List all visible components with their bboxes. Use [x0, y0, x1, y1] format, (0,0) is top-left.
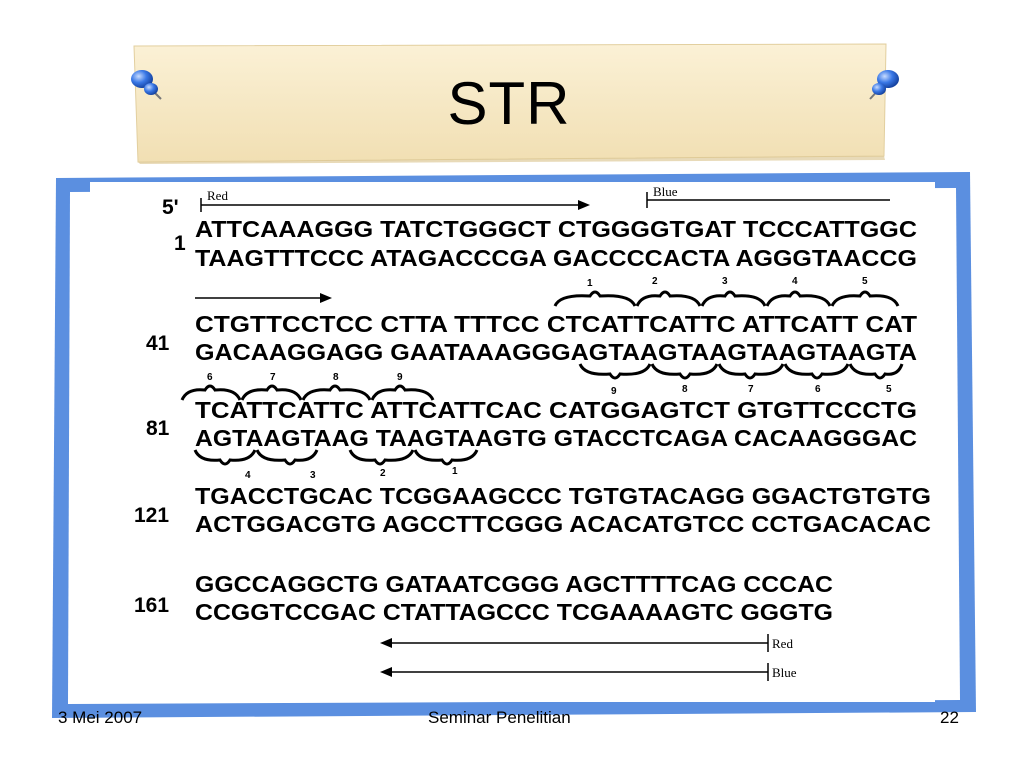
repeat-num: 6 — [815, 384, 821, 395]
repeat-braces-row81-bottom — [193, 449, 479, 466]
repeat-num: 6 — [207, 372, 213, 383]
blue-label-bottom: Blue — [772, 665, 797, 680]
row-81-top-strand: TCATTCATTC ATTCATTCAC CATGGAGTCT GTGTTCC… — [195, 397, 917, 423]
row-41-top-strand: CTGTTCCTCC CTTA TTTCC CTCATTCATTC ATTCAT… — [195, 311, 917, 337]
row-1-top-strand: ATTCAAAGGG TATCTGGGCT CTGGGGTGAT TCCCATT… — [195, 216, 917, 242]
five-prime-label: 5' — [162, 196, 179, 219]
repeat-num: 9 — [397, 372, 403, 383]
repeat-braces-row41-top — [553, 290, 900, 307]
pushpin-left-icon — [131, 70, 162, 100]
repeat-num: 1 — [452, 466, 458, 477]
row-number-121: 121 — [134, 504, 169, 527]
sequence-diagram: 5' Red Blue 1 ATTCAAAGGG TATCTGGGCT CTGG… — [134, 184, 931, 681]
red-label-bottom: Red — [772, 636, 793, 651]
footer-date: 3 Mei 2007 — [58, 708, 143, 727]
row-1-bottom-strand: TAAGTTTCCC ATAGACCCGA GACCCCACTA AGGGTAA… — [195, 245, 917, 271]
repeat-num: 3 — [310, 470, 316, 481]
repeat-num: 7 — [270, 372, 276, 383]
repeat-num: 4 — [792, 276, 798, 287]
paper-note-shape — [133, 43, 887, 164]
repeat-num: 1 — [587, 278, 593, 289]
repeat-num: 8 — [682, 384, 688, 395]
repeat-num: 5 — [886, 384, 892, 395]
row-161-bottom-strand: CCGGTCCGAC CTATTAGCCC TCGAAAAGTC GGGTG — [195, 599, 833, 625]
str-sequence-figure: 5' Red Blue 1 ATTCAAAGGG TATCTGGGCT CTGG… — [90, 182, 935, 702]
row-number-81: 81 — [146, 417, 170, 440]
repeat-braces-row81-top — [180, 384, 435, 401]
row-161-top-strand: GGCCAGGCTG GATAATCGGG AGCTTTTCAG CCCAC — [195, 571, 833, 597]
title-banner: STR — [128, 42, 890, 164]
repeat-num: 7 — [748, 384, 754, 395]
repeat-num: 9 — [611, 386, 617, 397]
row-number-41: 41 — [146, 332, 170, 355]
repeat-braces-row41-bottom — [578, 363, 904, 380]
footer-center: Seminar Penelitian — [428, 708, 571, 727]
slide-title: STR — [447, 69, 571, 137]
repeat-num: 2 — [380, 468, 386, 479]
red-label-top: Red — [207, 188, 228, 203]
row-121-bottom-strand: ACTGGACGTG AGCCTTCGGG ACACATGTCC CCTGACA… — [195, 511, 931, 537]
blue-label-top: Blue — [653, 184, 678, 199]
repeat-num: 8 — [333, 372, 339, 383]
repeat-num: 3 — [722, 276, 728, 287]
pushpin-right-icon — [869, 70, 899, 100]
repeat-num: 4 — [245, 470, 251, 481]
row-121-top-strand: TGACCTGCAC TCGGAAGCCC TGTGTACAGG GGACTGT… — [195, 483, 931, 509]
repeat-num: 2 — [652, 276, 658, 287]
row-81-bottom-strand: AGTAAGTAAG TAAGTAAGTG GTACCTCAGA CACAAGG… — [195, 425, 917, 451]
row-number-1: 1 — [174, 232, 186, 255]
repeat-num: 5 — [862, 276, 868, 287]
footer-page-number: 22 — [940, 708, 959, 727]
row-41-bottom-strand: GACAAGGAGG GAATAAAGGGAGTAAGTAAGTAAGTAAGT… — [195, 339, 917, 365]
row-number-161: 161 — [134, 594, 169, 617]
